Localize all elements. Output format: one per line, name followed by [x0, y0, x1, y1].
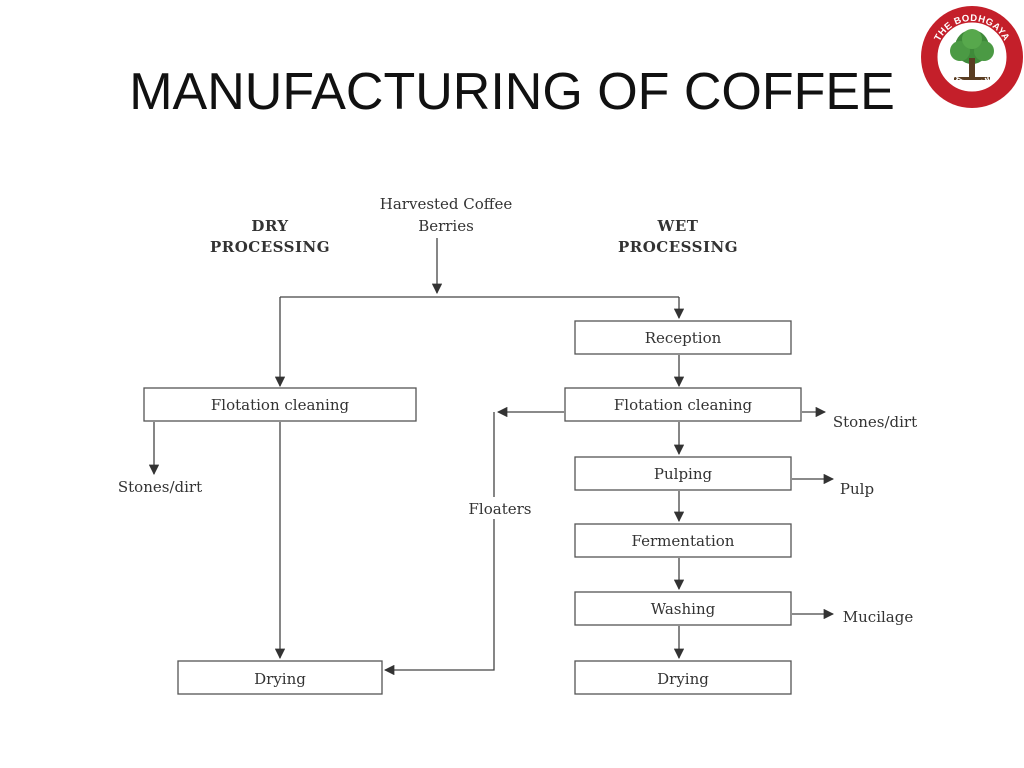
dry-heading-line1: DRY: [251, 217, 288, 235]
pulp-label: Pulp: [840, 480, 874, 498]
floaters-to-drying-arrow: [383, 412, 495, 676]
wet-drying-label: Drying: [657, 670, 709, 688]
tree-icon: [950, 29, 994, 80]
wet-heading-line1: WET: [657, 217, 699, 235]
dry-drying-box: Drying: [177, 660, 383, 695]
wet-fermentation-label: Fermentation: [632, 532, 735, 550]
wet-flotation-box: Flotation cleaning: [564, 387, 802, 422]
dry-drying-label: Drying: [254, 670, 306, 688]
floaters-label: Floaters: [469, 500, 532, 518]
wet-flotation-label: Flotation cleaning: [614, 396, 753, 414]
wet-stones-label: Stones/dirt: [833, 413, 917, 431]
wet-washing-box: Washing: [574, 591, 792, 626]
source-label-line1: Harvested Coffee: [380, 195, 513, 213]
slide-title: MANUFACTURING OF COFFEE: [129, 63, 895, 121]
wet-heading-line2: PROCESSING: [618, 238, 738, 256]
source-label-line2: Berries: [418, 217, 474, 235]
wet-drying-box: Drying: [574, 660, 792, 695]
wet-fermentation-box: Fermentation: [574, 523, 792, 558]
wet-reception-box: Reception: [574, 320, 792, 355]
dry-heading-line2: PROCESSING: [210, 238, 330, 256]
dry-flotation-box: Flotation cleaning: [143, 387, 417, 422]
wet-washing-label: Washing: [651, 600, 716, 618]
dry-flotation-label: Flotation cleaning: [211, 396, 350, 414]
wet-reception-label: Reception: [645, 329, 722, 347]
wet-pulping-label: Pulping: [654, 465, 713, 483]
wet-pulping-box: Pulping: [574, 456, 792, 491]
bodhgaya-hotel-school-logo: THE BODHGAYA HOTEL SCHOOL: [921, 6, 1023, 108]
dry-stones-label: Stones/dirt: [118, 478, 202, 496]
mucilage-label: Mucilage: [843, 608, 914, 626]
